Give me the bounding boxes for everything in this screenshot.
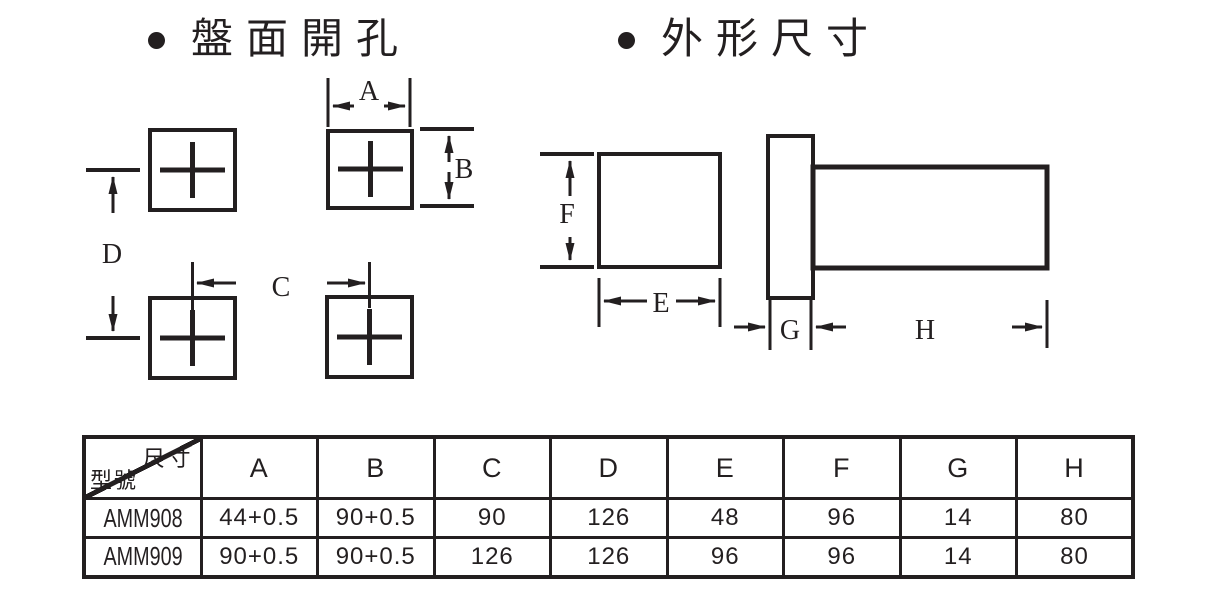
dimension-b: B: [420, 127, 474, 208]
dimension-f: F: [540, 152, 594, 269]
crosshair-icon: [160, 141, 403, 366]
corner-diagonal: 尺寸 型號: [86, 439, 200, 497]
column-header-f: F: [782, 435, 902, 500]
side-view-body-rect: [810, 164, 1050, 271]
value-cell: 90+0.5: [316, 536, 436, 578]
column-header-d: D: [549, 435, 669, 500]
dimension-g: G: [734, 300, 846, 350]
value-cell: 80: [1015, 497, 1135, 539]
outline-dimensions-title: 外形尺寸: [661, 17, 882, 63]
dimension-table: 尺寸 型號 A B C D E F G H AMM908 44+0.5 90+0…: [82, 435, 1135, 579]
table-row: AMM909 90+0.5 90+0.5 126 126 96 96 14 80: [82, 536, 1135, 578]
dimension-c: C: [191, 262, 371, 310]
dim-label-h: H: [915, 315, 935, 346]
column-header-c: C: [432, 435, 552, 500]
section-title-panel-cutout: 盤面開孔: [148, 16, 411, 64]
value-cell: 80: [1015, 536, 1135, 578]
column-header-e: E: [665, 435, 785, 500]
model-name: AMM908: [103, 502, 183, 533]
value-cell: 126: [549, 536, 669, 578]
dim-label-g: G: [780, 315, 800, 346]
dim-label-f: F: [559, 199, 575, 230]
front-view-rect: [597, 152, 722, 269]
model-name: AMM909: [103, 541, 183, 572]
value-cell: 90+0.5: [199, 536, 319, 578]
outline-diagram: F E G H: [540, 134, 1050, 350]
value-cell: 96: [665, 536, 785, 578]
column-header-h: H: [1015, 435, 1135, 500]
dim-label-b: B: [455, 154, 474, 185]
panel-cutout-title: 盤面開孔: [191, 17, 412, 63]
dim-label-d: D: [102, 239, 122, 270]
table-row: AMM908 44+0.5 90+0.5 90 126 48 96 14 80: [82, 497, 1135, 539]
table-corner-cell: 尺寸 型號: [82, 435, 203, 500]
table-header-row: 尺寸 型號 A B C D E F G H: [82, 435, 1135, 500]
column-header-a: A: [199, 435, 319, 500]
panel-cutout-diagram: A B D: [86, 76, 474, 380]
corner-label-dimension: 尺寸: [142, 446, 195, 471]
dim-label-c: C: [272, 272, 291, 303]
dimension-h: H: [915, 300, 1049, 348]
section-title-outline-dimensions: 外形尺寸: [618, 16, 881, 64]
bullet-icon: [148, 31, 165, 49]
value-cell: 90: [432, 497, 552, 539]
dimension-a: A: [326, 76, 412, 127]
dim-label-e: E: [652, 288, 669, 319]
value-cell: 44+0.5: [199, 497, 319, 539]
value-cell: 90+0.5: [316, 497, 436, 539]
dimension-d: D: [86, 168, 140, 340]
value-cell: 48: [665, 497, 785, 539]
bullet-icon: [618, 31, 635, 49]
dim-label-a: A: [359, 76, 380, 107]
value-cell: 14: [898, 536, 1018, 578]
cutout-square-top-right: [326, 129, 414, 210]
column-header-b: B: [316, 435, 436, 500]
value-cell: 14: [898, 497, 1018, 539]
column-header-g: G: [898, 435, 1018, 500]
value-cell: 96: [782, 536, 902, 578]
value-cell: 96: [782, 497, 902, 539]
side-view-bezel-rect: [766, 134, 815, 300]
value-cell: 126: [432, 536, 552, 578]
corner-label-model: 型號: [90, 468, 139, 493]
cutout-square-top-left: [148, 128, 237, 212]
dimension-e: E: [597, 278, 722, 327]
value-cell: 126: [549, 497, 669, 539]
